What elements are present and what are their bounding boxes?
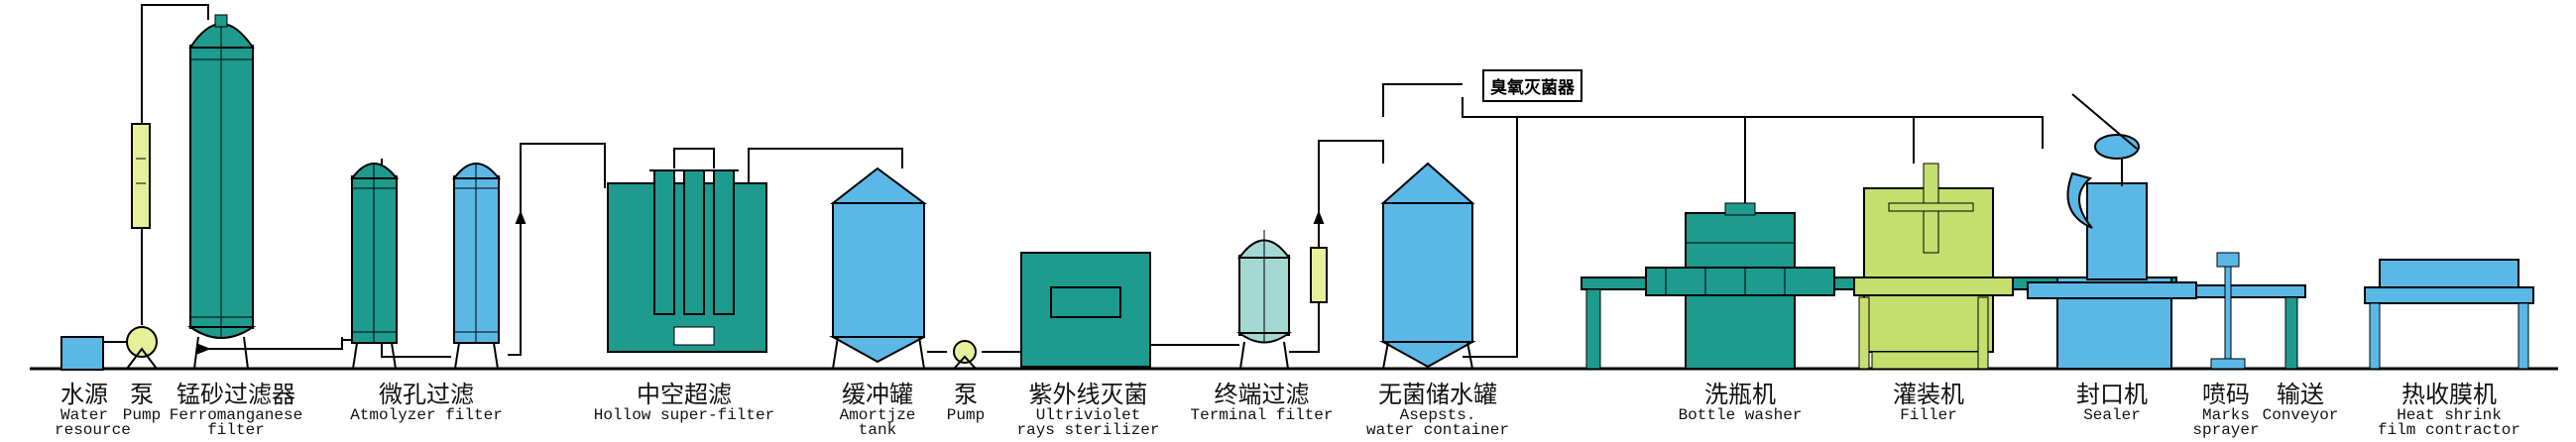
pipe (1289, 140, 1384, 353)
filler-machine (1853, 163, 2014, 370)
flow-arrow (197, 343, 211, 355)
atmolyzer-filter-2 (452, 163, 502, 370)
conveyor-line (2195, 252, 2306, 370)
pipe (1463, 116, 2044, 149)
film-contractor-machine (2364, 259, 2534, 370)
water-container-vessel (1379, 162, 1476, 370)
pump-1-body (126, 326, 158, 358)
flowmeter-1 (131, 123, 151, 229)
flow-arrow (1313, 210, 1325, 224)
terminal-filter-vessel (1236, 230, 1292, 370)
pipe (748, 148, 903, 186)
pump-2-body (953, 340, 977, 364)
ferromanganese-filter-vessel (186, 14, 257, 370)
flow-arrow (515, 210, 527, 224)
ozone-sterilizer-callout: 臭氧灭菌器 (1482, 69, 1582, 102)
pipe (673, 148, 715, 168)
sealer-machine (2027, 93, 2197, 370)
atmolyzer-filter-1 (350, 163, 400, 370)
uv-sterilizer-unit (1020, 252, 1151, 368)
pipe (1463, 243, 1518, 358)
flowmeter-2 (1310, 247, 1328, 303)
amortize-tank-vessel (829, 166, 928, 370)
water-resource-tank (60, 336, 104, 371)
pipe (508, 143, 606, 356)
pipe (1382, 83, 1463, 117)
hollow-super-filter-unit (607, 169, 767, 353)
